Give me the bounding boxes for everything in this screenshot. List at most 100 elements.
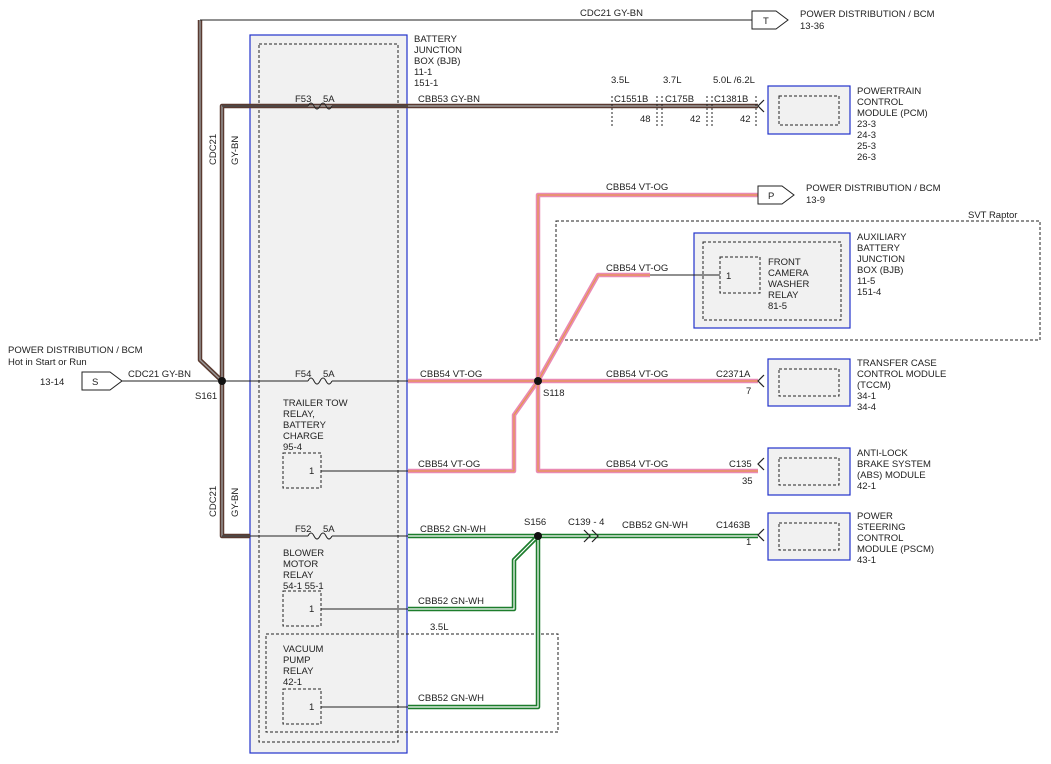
trailer-relay-line-5: 95-4 <box>283 442 302 453</box>
pcm-connector-arrow-icon <box>757 99 765 113</box>
pcm-connector-separators <box>611 96 757 128</box>
camera-relay-line-4: RELAY <box>768 290 799 301</box>
pcm-variant-2: 3.7L <box>663 75 682 86</box>
fuse-f52-rating: 5A <box>323 524 335 535</box>
bjb-box <box>249 34 408 754</box>
pscm-module <box>767 512 851 561</box>
wire-cbb52-vacuum: CBB52 GN-WH <box>418 693 484 704</box>
vacuum-relay-line-3: RELAY <box>283 666 314 677</box>
wire-cbb54-to-camera <box>536 272 650 383</box>
pscm-label-2: STEERING <box>857 522 906 533</box>
pcm-module <box>767 85 851 135</box>
pcm-pin-2: 42 <box>690 114 701 125</box>
trailer-relay-pin: 1 <box>309 466 314 477</box>
wire-cbb52-blower: CBB52 GN-WH <box>418 596 484 607</box>
aux-bjb-line-6: 151-4 <box>857 287 881 298</box>
bjb-title-line-1: BATTERY <box>414 34 458 45</box>
vacuum-relay-pin: 1 <box>309 702 314 713</box>
wire-cbb54-to-p <box>535 192 758 381</box>
pcm-label-1: POWERTRAIN <box>857 86 921 97</box>
pcm-variant-3: 5.0L /6.2L <box>713 75 755 86</box>
tccm-label-4: 34-1 <box>857 391 876 402</box>
pcm-label-2: CONTROL <box>857 97 903 108</box>
abs-connector: C135 <box>729 459 752 470</box>
thin-leads <box>122 19 752 708</box>
aux-bjb-line-3: JUNCTION <box>857 254 905 265</box>
tccm-label-2: CONTROL MODULE <box>857 369 946 380</box>
vacuum-option-label: 3.5L <box>430 622 449 633</box>
wire-cbb54-to-camera: CBB54 VT-OG <box>606 263 668 274</box>
aux-bjb-line-2: BATTERY <box>857 243 901 254</box>
bjb-title-line-4: 11-1 <box>414 67 432 78</box>
splice-s156-label: S156 <box>524 517 546 528</box>
fuse-f54-rating: 5A <box>323 369 335 380</box>
svt-raptor-box <box>555 220 1041 341</box>
camera-relay-line-1: FRONT <box>768 257 801 268</box>
splice-s118-dot <box>534 377 542 385</box>
pcm-label-6: 25-3 <box>857 141 876 152</box>
abs-label-2: BRAKE SYSTEM <box>857 459 931 470</box>
wire-cbb52-blower <box>408 534 540 612</box>
wire-gybn-vertical-upper: GY-BN <box>230 136 241 165</box>
pcm-connector-2: C175B <box>665 94 694 105</box>
wire-cdc21-vertical-upper: CDC21 <box>208 134 219 165</box>
pscm-label-3: CONTROL <box>857 533 903 544</box>
trailer-relay-line-3: BATTERY <box>283 420 327 431</box>
labels: POWER DISTRIBUTION / BCM Hot in Start or… <box>8 8 1017 713</box>
abs-label-3: (ABS) MODULE <box>857 470 926 481</box>
camera-relay-line-2: CAMERA <box>768 268 809 279</box>
pcm-variant-1: 3.5L <box>611 75 630 86</box>
pcm-connector-3: C1381B <box>714 94 748 105</box>
abs-label-1: ANTI-LOCK <box>857 448 908 459</box>
wire-cbb53-label: CBB53 GY-BN <box>418 94 480 105</box>
vacuum-relay-line-2: PUMP <box>283 655 310 666</box>
blower-relay-line-4: 54-1 55-1 <box>283 581 324 592</box>
wire-cdc21-top-run <box>197 20 224 383</box>
pscm-label-1: POWER <box>857 511 893 522</box>
power-dist-left-ref: 13-14 <box>40 377 64 388</box>
pscm-label-5: 43-1 <box>857 555 876 566</box>
tccm-module <box>767 358 851 407</box>
blower-relay-line-3: RELAY <box>283 570 314 581</box>
connector-tag-p: P <box>757 185 795 205</box>
bjb-title-line-5: 151-1 <box>414 78 438 89</box>
connector-s-label: S <box>92 377 98 388</box>
wire-cdc21-left: CDC21 GY-BN <box>128 369 191 380</box>
splice-s156-dot <box>534 532 542 540</box>
power-dist-top-ref: 13-36 <box>800 21 824 32</box>
camera-relay-pin: 1 <box>726 271 731 282</box>
abs-module <box>767 447 851 496</box>
connector-tag-t: T <box>751 10 789 30</box>
camera-relay-line-5: 81-5 <box>768 301 787 312</box>
vacuum-relay-line-1: VACUUM <box>283 644 324 655</box>
power-dist-p-title: POWER DISTRIBUTION / BCM <box>806 183 941 194</box>
wire-cbb52-bjb: CBB52 GN-WH <box>420 524 486 535</box>
tccm-label-3: (TCCM) <box>857 380 891 391</box>
pcm-label-4: 23-3 <box>857 119 876 130</box>
trailer-relay-line-4: CHARGE <box>283 431 324 442</box>
wire-cbb54-to-abs <box>535 381 758 474</box>
aux-bjb-line-4: BOX (BJB) <box>857 265 903 276</box>
wire-cbb54-bjb: CBB54 VT-OG <box>420 369 482 380</box>
vacuum-relay-line-4: 42-1 <box>283 677 302 688</box>
abs-label-4: 42-1 <box>857 481 876 492</box>
trailer-relay-line-1: TRAILER TOW <box>283 398 348 409</box>
vacuum-option-box <box>265 633 559 733</box>
wire-cbb54-to-abs: CBB54 VT-OG <box>606 459 668 470</box>
pcm-label-7: 26-3 <box>857 152 876 163</box>
splice-s118-label: S118 <box>543 388 564 399</box>
wire-cbb54-to-tccm: CBB54 VT-OG <box>606 369 668 380</box>
connector-tag-s: S <box>81 371 123 391</box>
tccm-connector: C2371A <box>716 369 751 380</box>
tccm-pin: 7 <box>746 386 751 397</box>
pscm-pin: 1 <box>746 537 751 548</box>
c139-label: C139 - 4 <box>568 517 604 528</box>
c139-inline-connector-icon <box>583 529 599 543</box>
wire-cbb54-trailer <box>408 379 540 474</box>
wire-cbb54-to-p: CBB54 VT-OG <box>606 182 668 193</box>
trailer-relay-line-2: RELAY, <box>283 409 315 420</box>
splice-s161-label: S161 <box>195 391 217 402</box>
power-dist-top-title: POWER DISTRIBUTION / BCM <box>800 9 935 20</box>
pcm-pin-1: 48 <box>640 114 651 125</box>
